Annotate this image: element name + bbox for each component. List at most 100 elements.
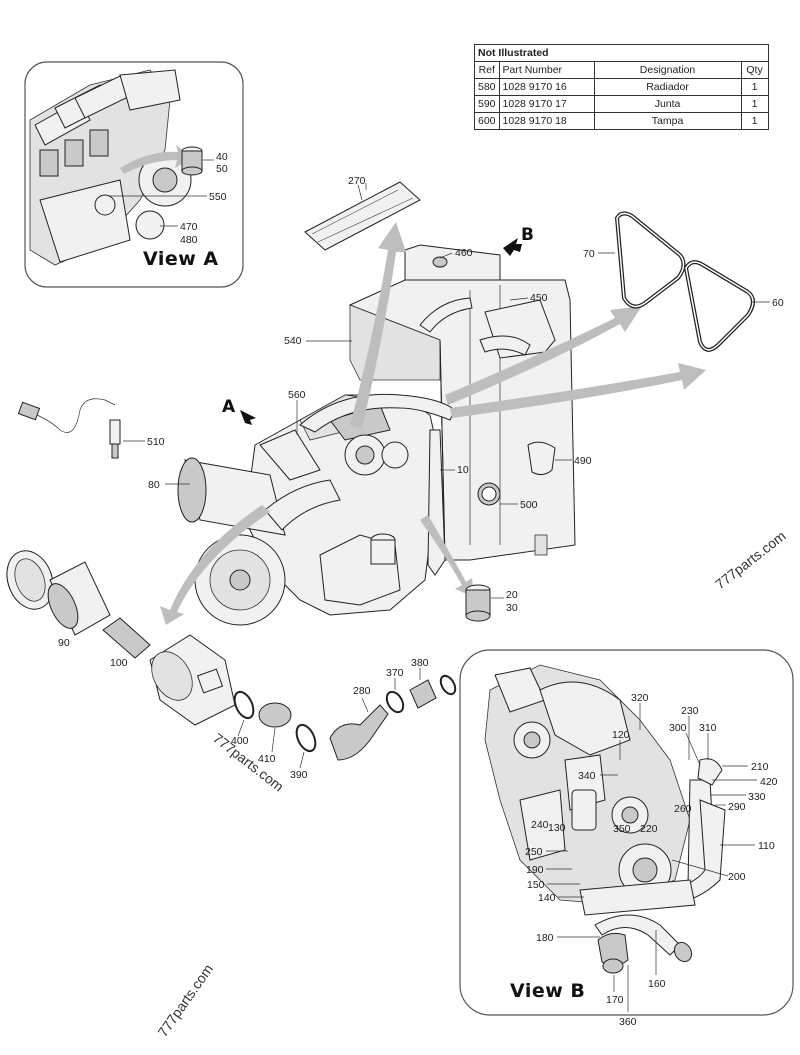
callout-210: 210 <box>751 761 769 773</box>
arrow-to-filter-kit <box>160 505 270 625</box>
callout-60: 60 <box>772 297 784 309</box>
clamp-400 <box>233 690 255 720</box>
view-a-inset: 40 50 550 470 480 View A <box>24 61 244 288</box>
belt-70 <box>614 211 686 309</box>
callout-550: 550 <box>209 191 227 203</box>
callout-410: 410 <box>258 753 276 765</box>
callout-30: 30 <box>506 602 518 614</box>
pipe-upper <box>419 297 473 333</box>
watermark-right: 777parts.com <box>712 528 789 593</box>
cell-part-number: 1028 9170 16 <box>498 78 595 96</box>
callout-80: 80 <box>148 479 160 491</box>
view-b-engine-drawing <box>484 664 726 974</box>
radiator-cap <box>432 256 448 268</box>
table-row: 580 1028 9170 16 Radiador 1 <box>474 78 769 96</box>
callout-560: 560 <box>288 389 306 401</box>
callout-230: 230 <box>681 705 699 717</box>
arrow-to-gasket <box>350 222 406 428</box>
view-a-direction-arrow <box>240 410 256 425</box>
view-b-direction-arrow <box>503 238 522 256</box>
callout-300: 300 <box>669 722 687 734</box>
header-qty: Qty <box>740 61 769 79</box>
watermark-bottom: 777parts.com <box>154 961 216 1040</box>
callout-220: 220 <box>640 823 658 835</box>
callout-360: 360 <box>619 1016 637 1028</box>
arrow-to-belt-70 <box>445 306 642 405</box>
callout-40: 40 <box>216 151 228 163</box>
callout-450: 450 <box>530 292 548 304</box>
view-a-marker: A <box>222 397 236 417</box>
callout-380: 380 <box>411 657 429 669</box>
cell-ref: 580 <box>474 78 500 96</box>
callout-90: 90 <box>58 637 70 649</box>
callout-140: 140 <box>538 892 556 904</box>
cell-ref: 590 <box>474 95 500 113</box>
callout-290: 290 <box>728 801 746 813</box>
view-a-arrow <box>120 145 192 174</box>
safety-filter-100 <box>102 617 151 659</box>
engine-assembly <box>194 393 456 626</box>
fuel-filter-20-30 <box>465 584 491 622</box>
callout-180: 180 <box>536 932 554 944</box>
view-b-pipe-210 <box>697 758 723 786</box>
callout-480: 480 <box>180 234 198 246</box>
callout-20: 20 <box>506 589 518 601</box>
filter-element-90 <box>47 561 111 636</box>
callout-190: 190 <box>526 864 544 876</box>
callout-240: 240 <box>531 819 549 831</box>
air-filter-cover <box>6 550 54 610</box>
callout-280: 280 <box>353 685 371 697</box>
clamp-right <box>439 674 457 696</box>
table-row: 600 1028 9170 18 Tampa 1 <box>474 112 769 130</box>
cell-qty: 1 <box>740 112 769 130</box>
hose-380 <box>409 679 437 709</box>
callout-310: 310 <box>699 722 717 734</box>
callout-370: 370 <box>386 667 404 679</box>
callout-470: 470 <box>180 221 198 233</box>
not-illustrated-table: Not Illustrated Ref Part Number Designat… <box>474 44 769 130</box>
callout-160: 160 <box>648 978 666 990</box>
callout-510: 510 <box>147 436 165 448</box>
callout-200: 200 <box>728 871 746 883</box>
callout-500: 500 <box>520 499 538 511</box>
callout-420: 420 <box>760 776 778 788</box>
callout-260: 260 <box>674 803 692 815</box>
callout-70: 70 <box>583 248 595 260</box>
callout-460: 460 <box>455 247 473 259</box>
sensor-510 <box>17 398 145 459</box>
callout-320: 320 <box>631 692 649 704</box>
arrow-to-filter-20 <box>420 515 474 597</box>
callout-540: 540 <box>284 335 302 347</box>
table-header-row: Ref Part Number Designation Qty <box>474 61 769 79</box>
clamp-370 <box>385 690 405 714</box>
view-a-engine-drawing <box>29 69 192 266</box>
filter-40-50 <box>181 146 203 176</box>
callout-340: 340 <box>578 770 596 782</box>
callout-10: 10 <box>457 464 469 476</box>
callout-330: 330 <box>748 791 766 803</box>
view-a-oil-filter <box>94 194 116 216</box>
view-b-inset: 320 230 300 310 120 210 340 420 330 290 … <box>459 649 794 1028</box>
table-row: 590 1028 9170 17 Junta 1 <box>474 95 769 113</box>
view-a-filter-470 <box>135 210 165 240</box>
callout-350: 350 <box>613 823 631 835</box>
callout-390: 390 <box>290 769 308 781</box>
cell-ref: 600 <box>474 112 500 130</box>
valve-cover-gasket-270 <box>304 181 421 251</box>
callout-150: 150 <box>527 879 545 891</box>
callout-120: 120 <box>612 729 630 741</box>
callout-50: 50 <box>216 163 228 175</box>
callout-490: 490 <box>574 455 592 467</box>
view-b-title: View B <box>510 980 585 1002</box>
view-b-marker: B <box>521 225 534 245</box>
cell-designation: Tampa <box>593 112 742 130</box>
callout-270: 270 <box>348 175 366 187</box>
callout-100: 100 <box>110 657 128 669</box>
elbow-490 <box>527 441 556 476</box>
callout-170: 170 <box>606 994 624 1006</box>
pipe-280 <box>329 704 389 761</box>
callout-130: 130 <box>548 822 566 834</box>
cell-part-number: 1028 9170 18 <box>498 112 595 130</box>
callout-250: 250 <box>525 846 543 858</box>
filter-housing <box>149 634 236 726</box>
